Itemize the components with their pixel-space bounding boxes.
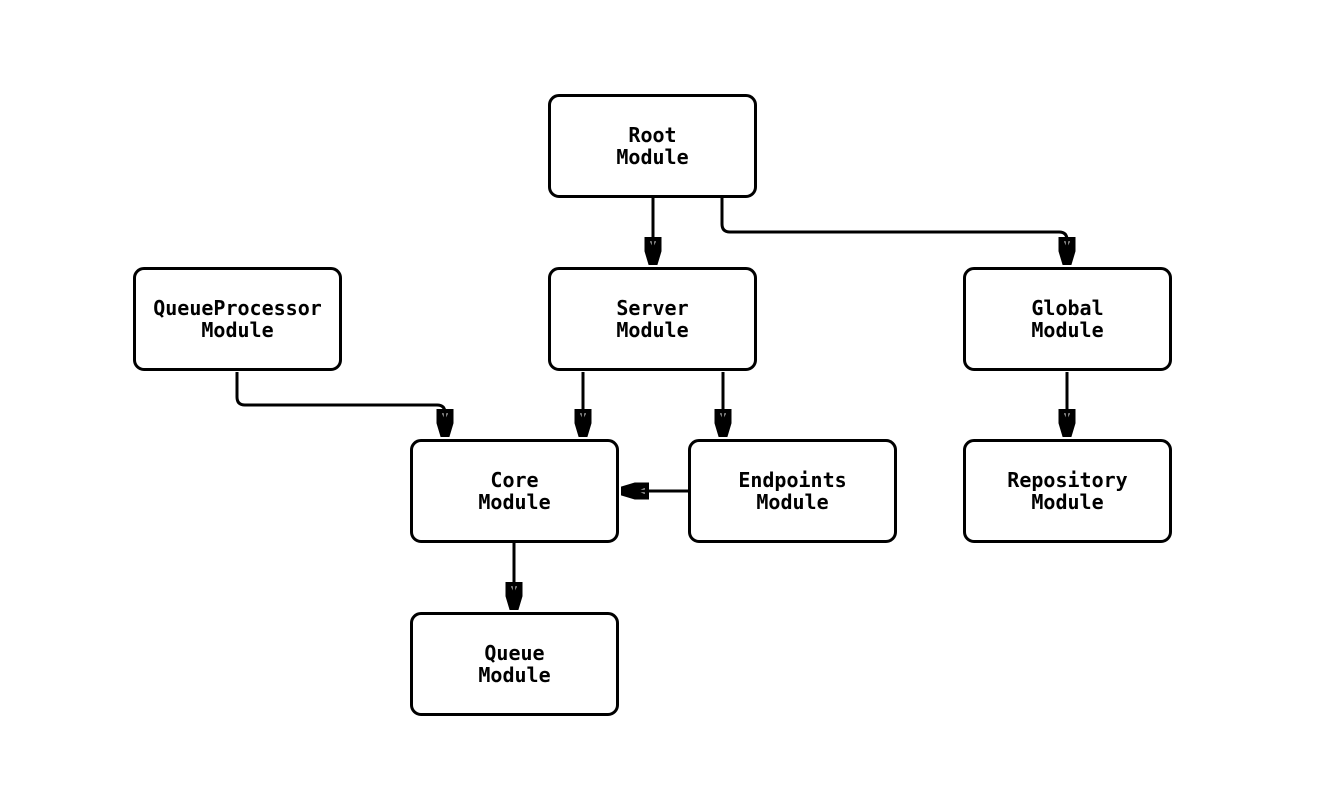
node-root-module: Root Module [548,94,757,198]
node-server-module: Server Module [548,267,757,371]
edge-root-to-global [720,198,1067,265]
node-queueprocessor-module: QueueProcessor Module [133,267,342,371]
node-global-module: Global Module [963,267,1172,371]
node-core-module: Core Module [410,439,619,543]
edge-queueprocessor-to-core [235,372,445,437]
node-queue-module: Queue Module [410,612,619,716]
node-endpoints-module: Endpoints Module [688,439,897,543]
node-repository-module: Repository Module [963,439,1172,543]
